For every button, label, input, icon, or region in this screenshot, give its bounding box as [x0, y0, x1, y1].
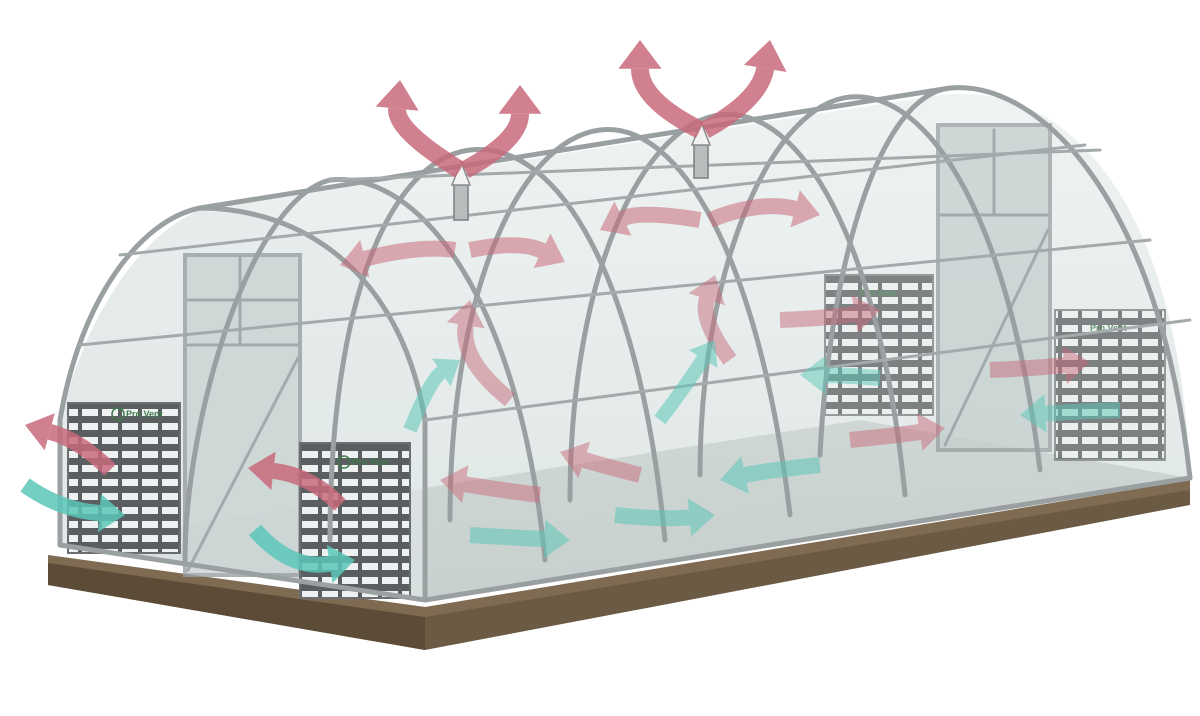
hot-air-arrow-head — [1062, 345, 1090, 385]
hot-air-arrow-shaft — [697, 296, 737, 365]
hot-air-arrow-shaft — [989, 357, 1066, 378]
hot-air-arrow-shaft — [272, 462, 346, 511]
hot-air-arrow-shaft — [468, 237, 546, 259]
cool-air-arrow-shaft — [614, 507, 691, 527]
cool-air-arrow-shaft — [469, 527, 545, 547]
vent-panel-brand-label: Pro Vent — [352, 457, 389, 467]
hot-air-arrow-head — [340, 240, 370, 278]
cool-air-arrow-head — [98, 493, 125, 533]
hot-air-arrow-head — [916, 412, 945, 451]
cool-air-arrow-shaft — [248, 524, 331, 573]
hot-air-arrow-head — [440, 465, 469, 504]
hot-air-arrow-head — [688, 275, 726, 306]
hot-air-arrows — [25, 40, 1090, 511]
cool-air-arrow-head — [800, 355, 826, 395]
vent-panel-brand-label: Pro Vent — [1090, 323, 1127, 333]
cool-air-arrow-shaft — [654, 355, 710, 425]
hot-air-arrow-shaft — [700, 66, 775, 138]
cool-air-arrow-head — [432, 358, 460, 387]
hot-air-arrow-head — [560, 441, 591, 479]
hot-air-arrow-head — [248, 451, 276, 490]
hot-air-arrow-shaft — [849, 424, 921, 448]
cool-air-arrows — [20, 340, 1121, 583]
hot-air-arrow-shaft — [779, 306, 856, 328]
hot-air-arrow-shaft — [619, 206, 702, 228]
cool-air-arrow-head — [326, 544, 355, 583]
roof-vent-right — [690, 119, 712, 179]
cool-air-arrow-head — [543, 519, 570, 559]
cool-air-arrow-head — [688, 340, 718, 368]
cool-air-arrow-shaft — [20, 478, 101, 522]
hot-air-arrow-head — [446, 300, 485, 329]
hot-air-arrow-shaft — [463, 476, 541, 503]
roof-vent-left — [450, 159, 472, 221]
hot-air-arrow-shaft — [631, 67, 705, 139]
hot-air-arrow-shaft — [362, 240, 457, 267]
hot-air-arrow-head — [790, 190, 820, 228]
hot-air-arrow-head — [851, 295, 880, 334]
cool-air-arrow-head — [687, 498, 715, 537]
cool-air-arrow-shaft — [743, 457, 821, 483]
cool-air-arrow-shaft — [403, 366, 446, 433]
cool-air-arrow-shaft — [825, 367, 881, 386]
cool-air-arrow-shaft — [1045, 402, 1121, 422]
vent-panel-front-left: Pro Vent — [67, 402, 181, 554]
hot-air-arrow-head — [600, 201, 632, 236]
hot-air-arrow-shaft — [581, 452, 642, 483]
hot-air-arrow-shaft — [47, 424, 116, 476]
vent-panel-front-right: Pro Vent — [299, 442, 411, 599]
hot-air-arrow-head — [375, 80, 419, 111]
hot-air-arrow-shaft — [388, 107, 465, 178]
cool-air-arrow-head — [720, 456, 749, 494]
hot-air-arrow-shaft — [460, 112, 529, 178]
vent-panel-brand-label: Pro Vent — [860, 288, 897, 298]
hot-air-arrow-head — [533, 233, 565, 269]
vent-panel-rear-end: Pro Vent — [1054, 309, 1166, 461]
hot-air-arrow-head — [618, 40, 662, 69]
hot-air-arrow-shaft — [457, 323, 516, 407]
hot-air-arrow-head — [498, 85, 542, 114]
foundation-base — [48, 480, 1190, 650]
hot-air-arrow-head — [743, 40, 787, 72]
hot-air-arrow-shaft — [707, 198, 798, 228]
hot-air-arrow-head — [25, 413, 55, 451]
vent-panel-brand-label: Pro Vent — [126, 409, 163, 419]
cool-air-arrow-head — [1020, 394, 1047, 433]
